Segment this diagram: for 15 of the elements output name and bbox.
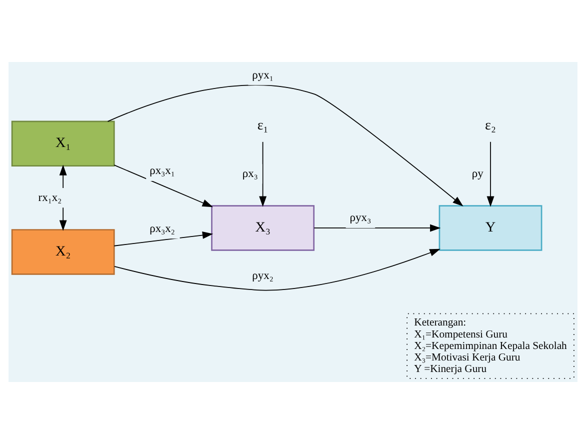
edge-label: rx₁x₂ (38, 192, 62, 204)
edge-label: ρyx₂ (252, 270, 274, 282)
label: Keterangan: (414, 318, 466, 329)
label: X₁=Kompetensi Guru (414, 329, 508, 340)
label: X₃=Motivasi Kerja Guru (414, 352, 520, 364)
edge-label: ρx₃ (242, 168, 258, 180)
edge-label: ρx₃x₁ (150, 165, 175, 178)
edge-label: ρy (472, 168, 484, 180)
node-text: ε₁ (257, 117, 268, 134)
label: X₂=Kepemimpinan Kepala Sekolah (414, 340, 567, 352)
label: Y =Kinerja Guru (414, 364, 487, 375)
edge-label: ρyx₃ (350, 212, 372, 224)
edge-label: ρx₃x₂ (150, 222, 175, 235)
node-text: ε₂ (485, 117, 496, 134)
edge-label: ρyx₁ (252, 69, 274, 82)
